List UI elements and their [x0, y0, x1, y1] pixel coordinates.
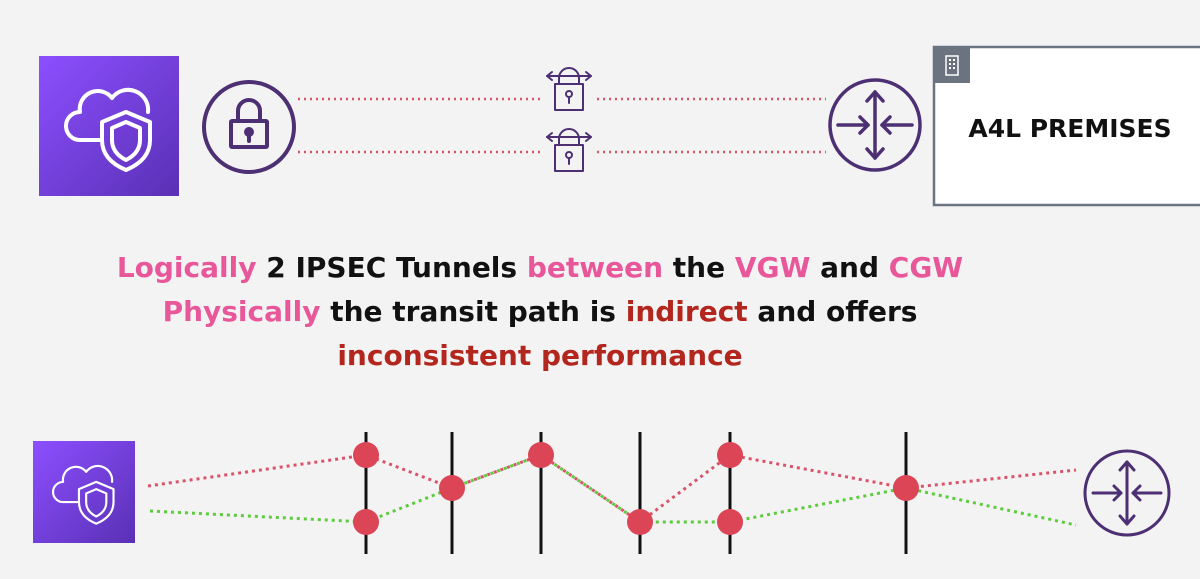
tunnel-lines — [298, 97, 826, 154]
caption-segment: indirect — [625, 295, 748, 328]
transit-path-red — [147, 453, 1077, 524]
transit-node — [353, 442, 379, 468]
caption-line-3: inconsistent performance — [0, 334, 1080, 378]
caption: Logically 2 IPSEC Tunnels between the VG… — [0, 246, 1080, 378]
tunnel-lock-icon — [546, 67, 592, 111]
caption-segment: Physically — [162, 295, 321, 328]
router-icon — [828, 78, 922, 172]
transit-node — [439, 475, 465, 501]
caption-line-1: Logically 2 IPSEC Tunnels between the VG… — [0, 246, 1080, 290]
caption-segment: the transit path is — [320, 295, 626, 328]
building-icon — [945, 55, 959, 76]
vgw-tile-bottom — [33, 441, 135, 543]
vgw-tile-top — [39, 56, 179, 196]
caption-segment: CGW — [888, 251, 964, 284]
vgw-tile-background — [39, 56, 179, 196]
transit-node — [627, 509, 653, 535]
caption-segment: VGW — [734, 251, 811, 284]
premises-border — [932, 45, 1200, 207]
vgw-tile-background — [33, 441, 135, 543]
premises-box: A4L PREMISES — [932, 45, 1200, 207]
transit-node — [717, 509, 743, 535]
caption-segment: inconsistent performance — [337, 339, 743, 372]
cloud-shield-icon — [64, 87, 152, 172]
building-badge — [934, 47, 970, 83]
caption-line-2: Physically the transit path is indirect … — [0, 290, 1080, 334]
caption-segment: the — [663, 251, 735, 284]
caption-segment: and offers — [747, 295, 918, 328]
cloud-shield-icon — [51, 464, 115, 525]
padlock-icon — [202, 80, 296, 174]
caption-segment: and — [810, 251, 889, 284]
transit-node — [528, 442, 554, 468]
caption-segment: Logically — [116, 251, 257, 284]
transit-path-green — [149, 453, 1077, 527]
transit-node — [893, 475, 919, 501]
caption-segment: 2 IPSEC Tunnels — [256, 251, 527, 284]
transit-node — [717, 442, 743, 468]
transit-nodes — [353, 442, 919, 535]
tunnel-lock-icon — [546, 128, 592, 172]
premises-label: A4L PREMISES — [968, 114, 1171, 143]
transit-node — [353, 509, 379, 535]
caption-segment: between — [526, 251, 664, 284]
router-icon — [1083, 449, 1171, 537]
